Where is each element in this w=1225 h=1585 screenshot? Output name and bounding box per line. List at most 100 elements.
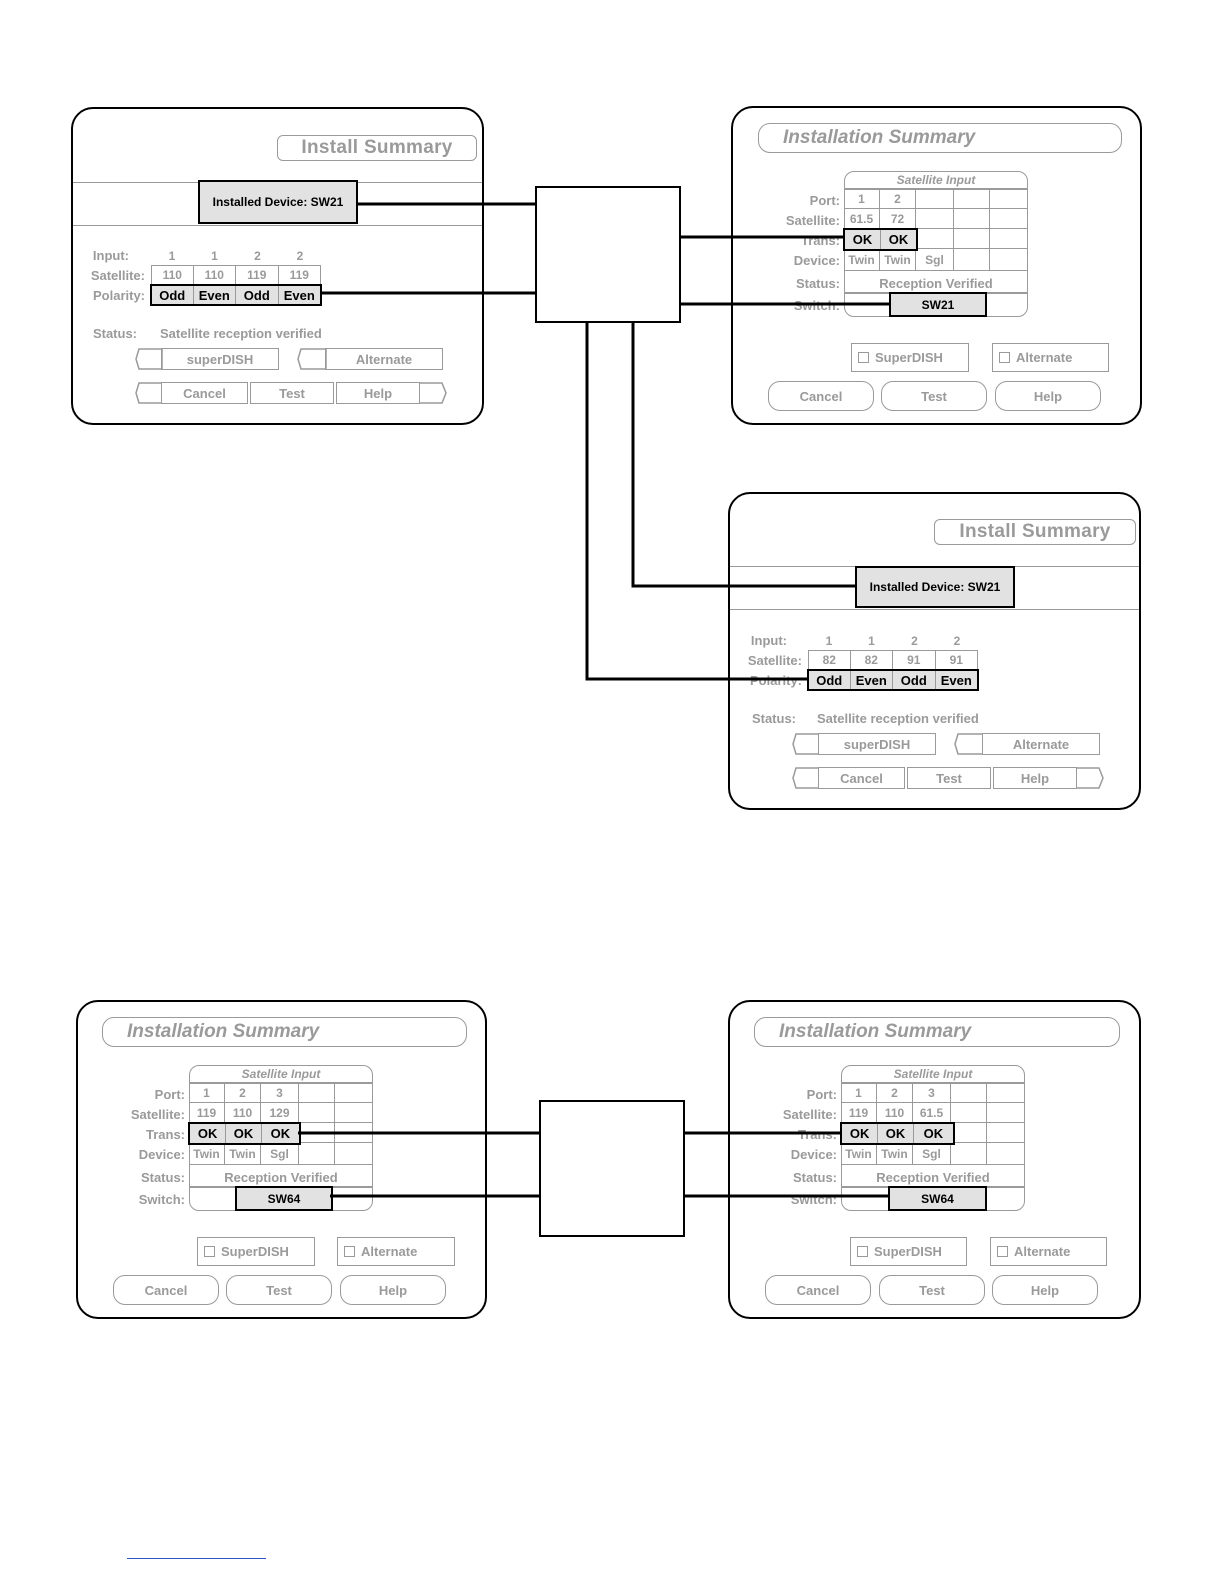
switch-box-bottom (539, 1100, 685, 1237)
polarity-cell: Even (283, 287, 315, 303)
trans-cell (335, 1123, 373, 1143)
test-button[interactable]: Test (226, 1275, 332, 1305)
input-cell: 2 (296, 249, 304, 263)
panel-title: Installation Summary (102, 1017, 467, 1047)
superdish-button[interactable]: SuperDISH (851, 343, 969, 372)
alternate-checkbox[interactable] (344, 1246, 355, 1257)
port-label: Port: (809, 193, 840, 208)
superdish-checkbox[interactable] (858, 352, 869, 363)
input-cell: 1 (868, 634, 875, 648)
alternate-checkbox[interactable] (997, 1246, 1008, 1257)
alternate-button[interactable]: Alternate (990, 1237, 1107, 1266)
device-cell: Twin (880, 249, 916, 271)
device-label: Device: (138, 1147, 185, 1162)
input-label: Input: (750, 633, 787, 648)
superdish-checkbox[interactable] (857, 1246, 868, 1257)
panel-title: Installation Summary (758, 123, 1122, 153)
status-label: Status: (92, 326, 137, 341)
port-cell (987, 1083, 1025, 1103)
port-cell: 3 (261, 1083, 299, 1103)
superdish-button[interactable]: superDISH (161, 348, 279, 370)
input-cell: 2 (254, 249, 261, 263)
device-cell (954, 249, 990, 271)
satellite-label: Satellite: (130, 1107, 185, 1122)
device-cell (335, 1143, 373, 1165)
cancel-button[interactable]: Cancel (818, 767, 905, 789)
cancel-button[interactable]: Cancel (113, 1275, 219, 1305)
help-button[interactable]: Help (336, 382, 420, 404)
trans-ok-cell: OK (845, 230, 881, 249)
status-text: Reception Verified (879, 276, 993, 291)
panel-title: Install Summary (934, 519, 1136, 545)
polarity-cell: Even (940, 672, 972, 688)
port-cell (990, 189, 1028, 209)
alternate-button[interactable]: Alternate (325, 348, 443, 370)
superdish-label: SuperDISH (875, 350, 943, 365)
polarity-cell: Odd (809, 671, 851, 689)
trans-ok-cell: OK (190, 1124, 227, 1143)
device-cell (951, 1143, 987, 1165)
input-cell: 2 (911, 634, 918, 648)
satellite-cell (951, 1103, 987, 1123)
help-button[interactable]: Help (995, 381, 1101, 411)
device-cell (299, 1143, 335, 1165)
satellite-grid: 1 2 3 119 110 61.5 Twin Twin Sgl (841, 1083, 1025, 1165)
satellite-label: Satellite: (785, 213, 840, 228)
status-label: Status: (792, 1170, 837, 1185)
trans-ok-cell: OK (888, 232, 909, 247)
satellite-cell: 110 (152, 266, 194, 284)
test-button[interactable]: Test (907, 767, 991, 789)
satellite-cell: 91 (893, 651, 936, 669)
port-cell: 1 (844, 189, 880, 209)
superdish-checkbox[interactable] (204, 1246, 215, 1257)
polarity-cell: Even (194, 286, 237, 304)
superdish-button[interactable]: superDISH (818, 733, 936, 755)
port-label: Port: (806, 1087, 837, 1102)
port-cell (335, 1083, 373, 1103)
help-button[interactable]: Help (992, 1275, 1098, 1305)
satellite-cell: 82 (809, 651, 851, 669)
alternate-button[interactable]: Alternate (337, 1237, 455, 1266)
satellite-label: Satellite: (747, 653, 802, 668)
device-cell (990, 249, 1028, 271)
status-label: Status: (140, 1170, 185, 1185)
satellite-cell: 119 (236, 266, 279, 284)
test-button[interactable]: Test (250, 382, 334, 404)
cancel-button[interactable]: Cancel (768, 381, 874, 411)
superdish-button[interactable]: SuperDISH (197, 1237, 315, 1266)
cancel-button[interactable]: Cancel (765, 1275, 871, 1305)
status-label: Status: (795, 276, 840, 291)
satellite-cell: 91 (949, 653, 963, 667)
trans-ok-cell: OK (842, 1124, 879, 1143)
help-button[interactable]: Help (340, 1275, 446, 1305)
trans-ok-cell: OK (270, 1126, 291, 1141)
polarity-row: Odd Even Odd Even (807, 669, 979, 691)
device-label: Device: (790, 1147, 837, 1162)
help-button-arrow (1076, 767, 1104, 789)
port-cell (299, 1083, 335, 1103)
polarity-row: Odd Even Odd Even (150, 284, 322, 306)
connector-device-c (631, 322, 855, 588)
alternate-button[interactable]: Alternate (992, 343, 1109, 372)
switch-value-box: SW21 (889, 292, 987, 317)
cancel-button[interactable]: Cancel (161, 382, 248, 404)
test-button[interactable]: Test (879, 1275, 985, 1305)
installation-summary-panel-e: Installation Summary Satellite Input Por… (728, 1000, 1141, 1319)
help-button[interactable]: Help (993, 767, 1077, 789)
alternate-checkbox[interactable] (999, 352, 1010, 363)
port-cell: 1 (841, 1083, 877, 1103)
superdish-button[interactable]: SuperDISH (850, 1237, 967, 1266)
port-cell (951, 1083, 987, 1103)
test-button[interactable]: Test (881, 381, 987, 411)
polarity-cell: Odd (893, 671, 936, 689)
alternate-button[interactable]: Alternate (982, 733, 1100, 755)
switch-value-box: SW64 (888, 1186, 987, 1211)
installed-device-box: Installed Device: SW21 (855, 566, 1015, 608)
trans-cell (951, 1123, 987, 1143)
port-cell: 2 (880, 189, 916, 209)
device-cell: Sgl (261, 1143, 299, 1165)
connector-polarity-c (585, 322, 807, 681)
header-divider (844, 188, 1028, 190)
port-cell: 1 (189, 1083, 225, 1103)
